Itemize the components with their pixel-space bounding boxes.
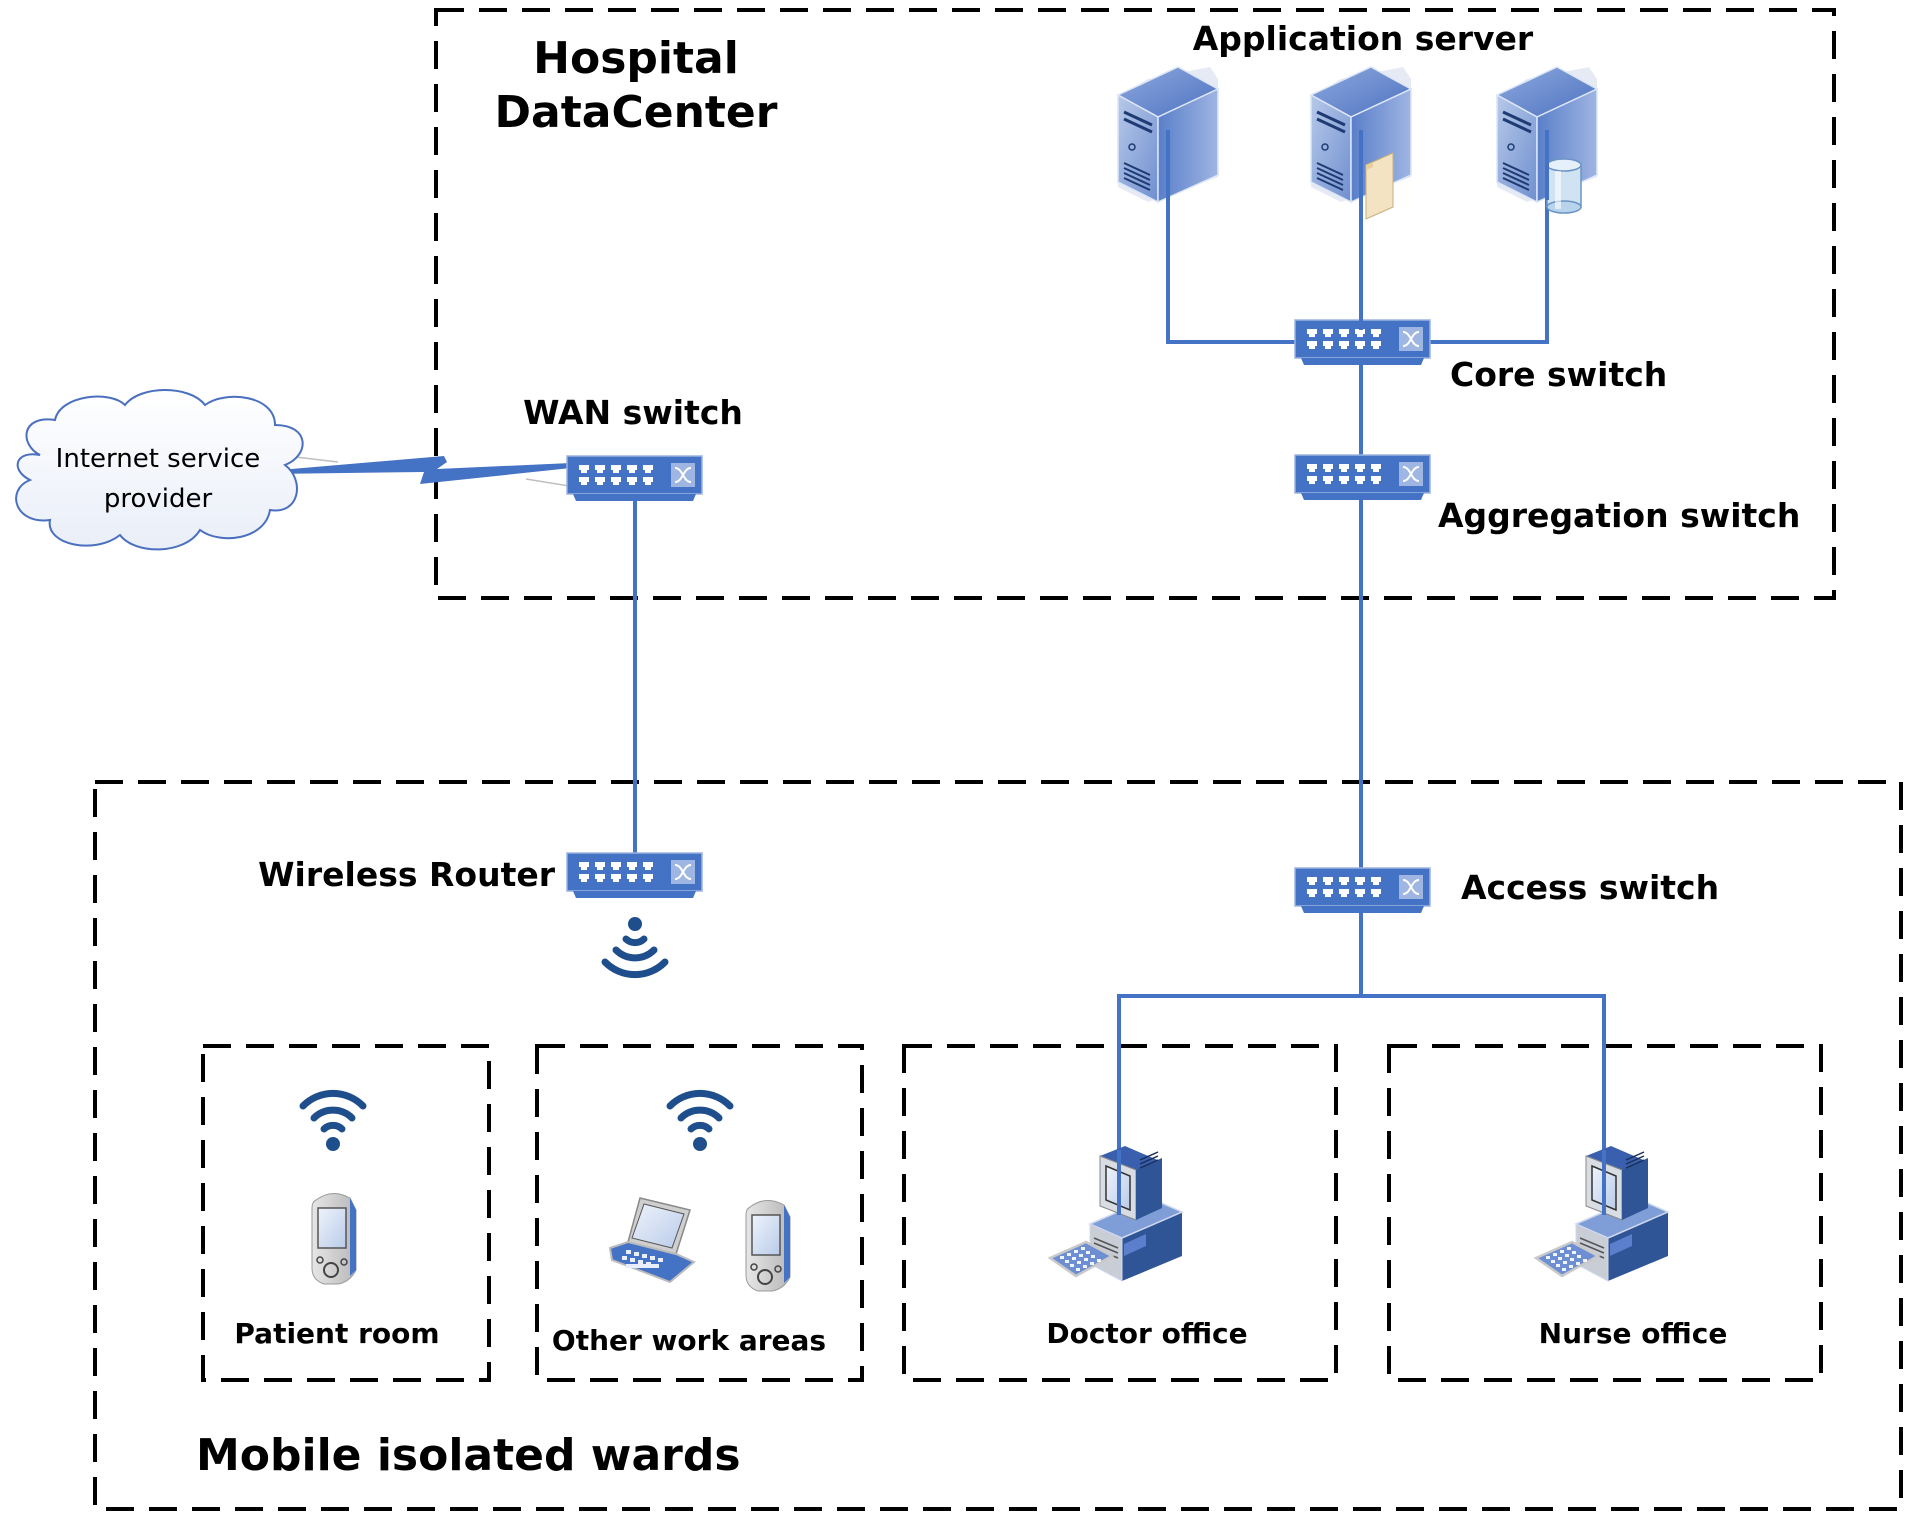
- access-switch[interactable]: [1294, 867, 1431, 914]
- wan-lightning-link: [268, 456, 571, 484]
- datacenter-title-line2: DataCenter: [495, 87, 778, 138]
- cloud-icon: [15, 389, 304, 551]
- router-wifi-icon: [605, 917, 665, 975]
- wireless-router-label: Wireless Router: [258, 855, 556, 894]
- file-server-icon[interactable]: [1309, 65, 1413, 220]
- aggregation-switch-label: Aggregation switch: [1438, 496, 1800, 535]
- app-server-label: Application server: [1193, 19, 1534, 58]
- switch-icon: [566, 852, 703, 899]
- core-switch-label: Core switch: [1450, 355, 1667, 394]
- access-switch-label: Access switch: [1461, 868, 1719, 907]
- switch-icon: [1294, 454, 1431, 501]
- switch-icon: [566, 455, 703, 502]
- doctor-office-label: Doctor office: [1046, 1317, 1247, 1350]
- isp-cloud: Internet service provider: [15, 389, 304, 551]
- folder-icon: [1365, 152, 1394, 220]
- wards-title: Mobile isolated wards: [196, 1430, 741, 1481]
- link-server1-core: [1166, 140, 1300, 344]
- wireless-router[interactable]: [566, 852, 703, 899]
- datacenter-boundary: [434, 8, 1836, 600]
- other-work-areas-boundary: [535, 1044, 864, 1382]
- wifi-icon: [303, 1093, 363, 1151]
- nurse-office-label: Nurse office: [1539, 1317, 1728, 1350]
- laptop-icon[interactable]: [609, 1197, 695, 1283]
- patient-room-label: Patient room: [234, 1317, 439, 1350]
- wan-switch[interactable]: [566, 455, 703, 502]
- link-access-nurse: [1361, 994, 1606, 1215]
- doctor-office-area: Doctor office: [1046, 1144, 1248, 1350]
- aggregation-switch[interactable]: [1294, 454, 1431, 501]
- link-access-offices: [1117, 910, 1363, 1215]
- other-work-areas-label: Other work areas: [552, 1324, 826, 1357]
- wards-boundary: [93, 780, 1903, 1511]
- wan-switch-label: WAN switch: [523, 393, 743, 432]
- patient-room-boundary: [201, 1044, 491, 1382]
- pda-icon[interactable]: [311, 1192, 357, 1285]
- isp-label-line1: Internet service: [56, 444, 261, 474]
- other-work-areas-area: Other work areas: [552, 1093, 826, 1357]
- datacenter-title-line1: Hospital: [533, 33, 739, 84]
- isp-label-line2: provider: [104, 484, 213, 514]
- desktop-pc-icon[interactable]: [1048, 1144, 1184, 1283]
- switch-icon: [1294, 867, 1431, 914]
- database-icon: [1546, 158, 1582, 214]
- pda-icon[interactable]: [745, 1199, 791, 1292]
- wifi-icon: [670, 1093, 730, 1151]
- nurse-office-area: Nurse office: [1534, 1144, 1728, 1350]
- patient-room-area: Patient room: [234, 1093, 440, 1350]
